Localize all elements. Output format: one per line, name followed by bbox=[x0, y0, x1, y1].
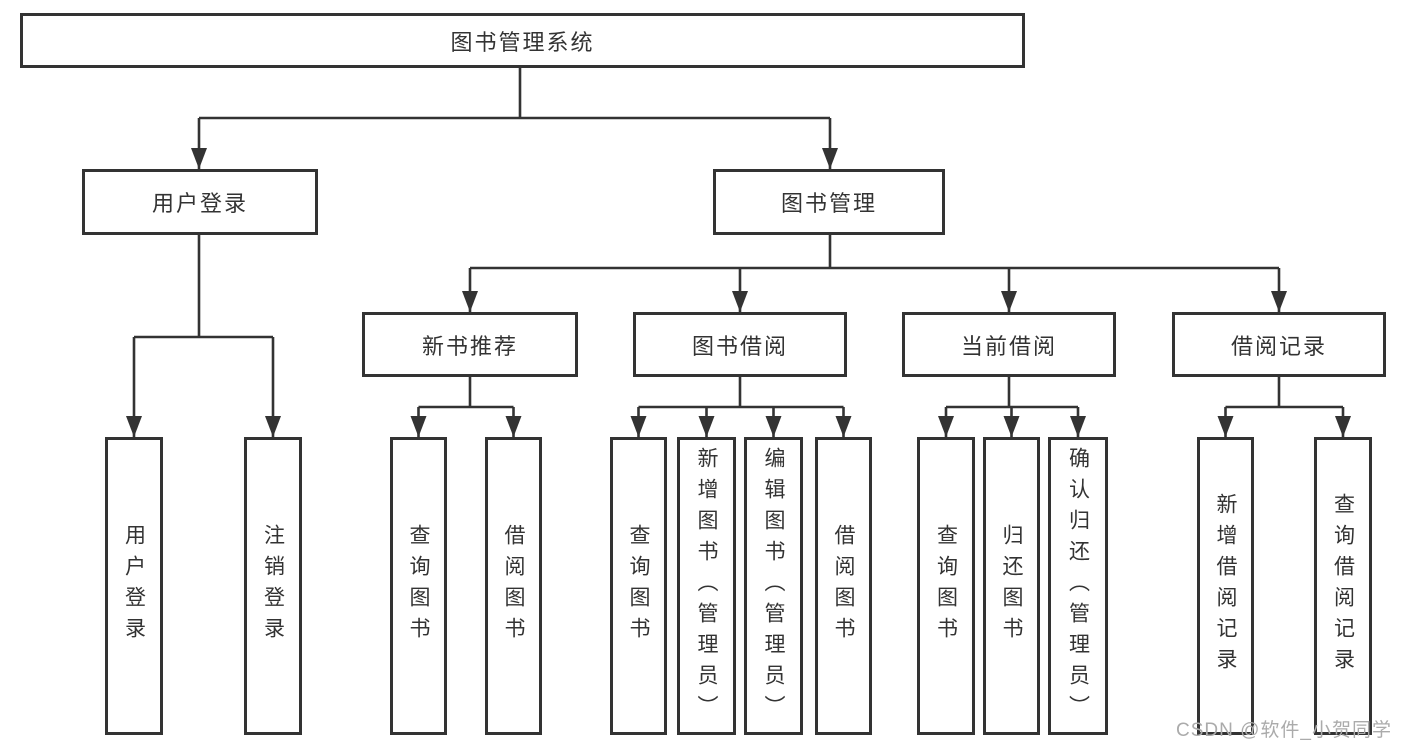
node-label: 图书借阅 bbox=[691, 333, 788, 359]
node-label: 图书管理系统 bbox=[450, 29, 595, 55]
node-label: 借阅图书 bbox=[832, 524, 855, 648]
leaf-logout: 注销登录 bbox=[244, 437, 302, 735]
leaf-query-books: 查询图书 bbox=[610, 437, 667, 735]
node-current-borrowing: 当前借阅 bbox=[902, 312, 1116, 377]
node-label: 查询图书 bbox=[627, 524, 650, 648]
leaf-borrow-books: 借阅图书 bbox=[485, 437, 542, 735]
node-borrowing-records: 借阅记录 bbox=[1172, 312, 1386, 377]
connector-trunks bbox=[134, 68, 1343, 409]
node-new-book-recommend: 新书推荐 bbox=[362, 312, 578, 377]
node-book-borrowing: 图书借阅 bbox=[633, 312, 847, 377]
node-library-management-system: 图书管理系统 bbox=[20, 13, 1025, 68]
connector-arrows bbox=[126, 118, 1351, 437]
node-label: 当前借阅 bbox=[960, 333, 1057, 359]
node-label: 用户登录 bbox=[122, 524, 146, 648]
leaf-query-borrow-record: 查询借阅记录 bbox=[1314, 437, 1372, 735]
node-label: 借阅图书 bbox=[502, 524, 525, 648]
node-label: 查询借阅记录 bbox=[1331, 493, 1355, 679]
leaf-query-books: 查询图书 bbox=[917, 437, 975, 735]
node-label: 归还图书 bbox=[1000, 524, 1023, 648]
leaf-user-login: 用户登录 bbox=[105, 437, 163, 735]
leaf-query-books: 查询图书 bbox=[390, 437, 447, 735]
leaf-add-borrow-record: 新增借阅记录 bbox=[1197, 437, 1254, 735]
node-label: 图书管理 bbox=[780, 191, 877, 216]
node-label: 新书推荐 bbox=[421, 333, 518, 359]
csdn-watermark: CSDN @软件_小贺同学 bbox=[1176, 720, 1392, 741]
node-user-login: 用户登录 bbox=[82, 169, 318, 235]
node-label: 查询图书 bbox=[934, 524, 958, 648]
leaf-return-books: 归还图书 bbox=[983, 437, 1040, 735]
node-label: 借阅记录 bbox=[1230, 333, 1327, 359]
node-label: 新增借阅记录 bbox=[1214, 493, 1237, 679]
leaf-add-books-admin: 新增图书（管理员） bbox=[677, 437, 736, 735]
node-label: 用户登录 bbox=[151, 191, 248, 216]
leaf-edit-books-admin: 编辑图书（管理员） bbox=[744, 437, 803, 735]
node-label: 注销登录 bbox=[261, 524, 285, 648]
leaf-borrow-books: 借阅图书 bbox=[815, 437, 872, 735]
leaf-confirm-return-admin: 确认归还（管理员） bbox=[1048, 437, 1108, 735]
node-label: 新增图书（管理员） bbox=[695, 446, 718, 726]
node-label: 编辑图书（管理员） bbox=[762, 446, 785, 726]
node-label: 查询图书 bbox=[407, 524, 430, 648]
node-label: 确认归还（管理员） bbox=[1066, 446, 1090, 726]
node-book-management: 图书管理 bbox=[713, 169, 945, 235]
